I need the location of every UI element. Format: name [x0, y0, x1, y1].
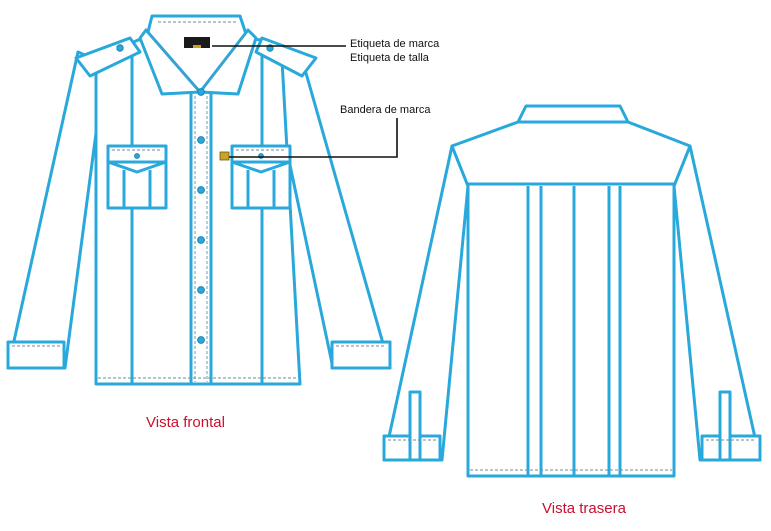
brand-flag-tag	[219, 151, 230, 161]
caption-back-view: Vista trasera	[542, 500, 626, 517]
callout-line-flag	[229, 118, 398, 158]
caption-front-view: Vista frontal	[146, 414, 225, 431]
front-left-pocket	[106, 144, 168, 210]
back-right-sleeve-placket	[718, 390, 732, 462]
back-left-sleeve-placket	[408, 390, 422, 462]
brand-label-tag	[184, 37, 210, 48]
shirt-back-view	[382, 104, 762, 478]
front-left-epaulette	[74, 36, 142, 78]
placket-button	[197, 186, 205, 194]
back-left-sleeve	[382, 144, 470, 462]
callout-brand-flag: Bandera de marca	[340, 104, 431, 116]
placket-button	[197, 336, 205, 344]
front-left-sleeve	[6, 50, 100, 370]
placket-button	[197, 136, 205, 144]
back-body	[450, 120, 692, 478]
front-right-cuff	[330, 340, 392, 370]
placket-button	[197, 88, 205, 96]
front-left-cuff	[6, 340, 66, 370]
back-collar	[516, 104, 630, 124]
placket-button	[197, 286, 205, 294]
shirt-front-view	[6, 14, 392, 386]
back-right-sleeve	[672, 144, 762, 462]
size-label-tag	[193, 45, 201, 48]
epaulette-button-left	[116, 44, 124, 52]
callout-size-label: Etiqueta de talla	[350, 52, 429, 64]
placket-button	[197, 236, 205, 244]
front-right-pocket	[230, 144, 292, 210]
callout-brand-label: Etiqueta de marca	[350, 38, 440, 50]
